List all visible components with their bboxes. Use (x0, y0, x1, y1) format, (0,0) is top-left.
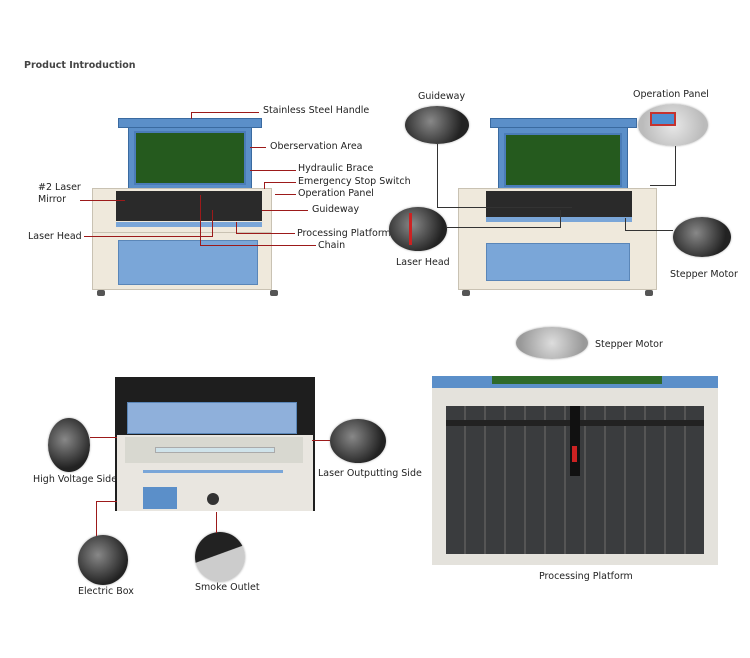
label-chain: Chain (318, 240, 346, 251)
callout-line (200, 195, 201, 245)
label-smoke-outlet: Smoke Outlet (195, 582, 260, 593)
callout-line (625, 218, 626, 230)
callout-line (250, 147, 266, 148)
label-electric-box: Electric Box (78, 586, 134, 597)
callout-line (560, 210, 561, 228)
label-laser-head: Laser Head (28, 231, 82, 242)
label-stepper-motor-detail: Stepper Motor (670, 269, 738, 280)
foot (462, 290, 470, 296)
label-operation-panel-detail: Operation Panel (633, 89, 709, 100)
callout-line (264, 182, 265, 189)
label-processing-platform-photo: Processing Platform (539, 571, 633, 582)
callout-line (216, 512, 217, 533)
high-voltage-side-photo (48, 418, 90, 472)
observation-window (134, 131, 246, 185)
label-laser-mirror-line2: Mirror (38, 194, 66, 205)
rear-view-photo (115, 377, 315, 511)
label-operation-panel: Operation Panel (298, 188, 374, 199)
label-guideway: Guideway (312, 204, 360, 215)
label-guideway-detail: Guideway (418, 91, 466, 102)
callout-line (275, 194, 296, 195)
label-observation-area: Oberservation Area (270, 141, 363, 152)
laser-outputting-side-photo (330, 419, 386, 463)
foot (97, 290, 105, 296)
callout-line (96, 501, 97, 536)
guideway-detail-photo (405, 106, 469, 144)
callout-line (191, 112, 192, 119)
label-laser-mirror-line1: #2 Laser (38, 182, 81, 193)
callout-line (96, 501, 117, 502)
callout-line (236, 233, 295, 234)
label-stepper-motor: Stepper Motor (595, 339, 663, 350)
processing-platform-photo (432, 376, 718, 565)
label-high-voltage-side: High Voltage Side (33, 474, 118, 485)
laser-head-detail-photo (389, 207, 447, 251)
label-stainless-steel-handle: Stainless Steel Handle (263, 105, 370, 116)
body-seam (92, 232, 272, 233)
label-laser-head-detail: Laser Head (396, 257, 450, 268)
section-title: Product Introduction (24, 60, 136, 71)
callout-line (200, 245, 316, 246)
callout-line (262, 210, 308, 211)
callout-line (250, 170, 296, 171)
work-bay (116, 191, 262, 221)
callout-line (437, 207, 572, 208)
callout-line (675, 146, 676, 185)
callout-line (437, 144, 438, 207)
foot (270, 290, 278, 296)
callout-line (80, 200, 125, 201)
stepper-motor-detail-photo (673, 217, 731, 257)
callout-line (264, 182, 296, 183)
label-emergency-stop-switch: Emergency Stop Switch (298, 176, 411, 187)
callout-line (90, 437, 117, 438)
bay-rail (116, 222, 262, 227)
label-hydraulic-brace: Hydraulic Brace (298, 163, 374, 174)
callout-line (312, 440, 330, 441)
smoke-outlet-photo (195, 532, 245, 582)
operation-panel-detail-photo (638, 104, 708, 146)
label-laser-outputting-side: Laser Outputting Side (318, 468, 422, 479)
work-bay (486, 191, 632, 217)
bay-rail (486, 217, 632, 222)
stepper-motor-photo (516, 327, 588, 359)
front-panel (486, 243, 630, 281)
callout-line (446, 227, 560, 228)
callout-line (650, 185, 676, 186)
callout-line (84, 236, 212, 237)
callout-line (236, 222, 237, 234)
front-panel (118, 240, 258, 285)
callout-line (625, 230, 673, 231)
foot (645, 290, 653, 296)
electric-box-photo (78, 535, 128, 585)
callout-line (191, 112, 259, 113)
callout-line (212, 210, 213, 237)
observation-window (504, 133, 622, 187)
label-processing-platform: Processing Platform (297, 228, 391, 239)
